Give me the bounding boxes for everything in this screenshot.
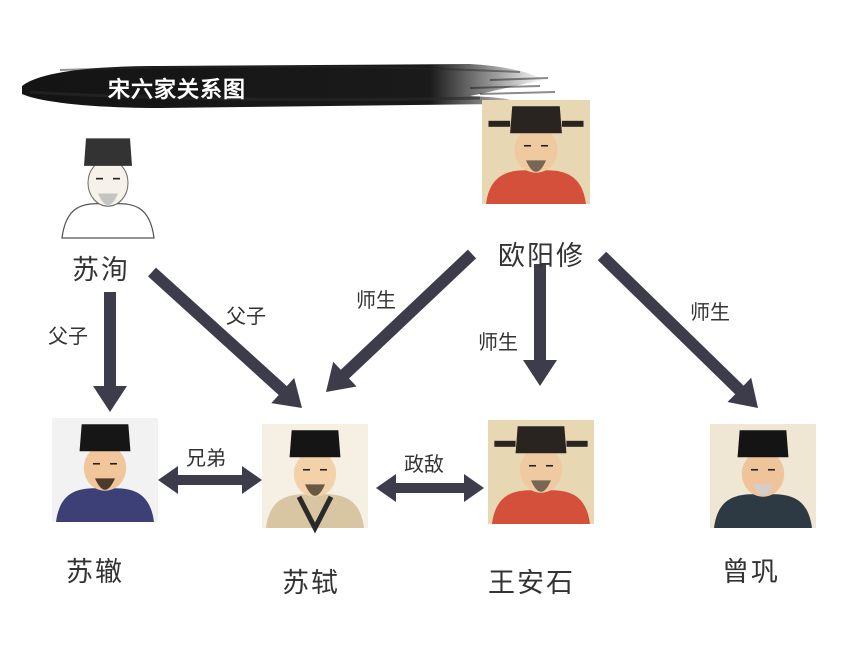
title-banner [22, 64, 556, 108]
relation-arrow-su-xun-su-zhe [93, 292, 127, 412]
diagram-title: 宋六家关系图 [108, 78, 247, 103]
portrait-su-xun [58, 132, 158, 239]
relation-arrow-ouyang-xiu-wang-anshi [523, 264, 557, 386]
portrait-ouyang-xiu [482, 100, 590, 204]
portrait-su-zhe [52, 418, 158, 522]
person-name-zeng-gong: 曾巩 [722, 557, 780, 588]
relation-label-ouyang-zeng: 师生 [690, 300, 730, 324]
relations-layer [93, 249, 758, 502]
relation-arrow-su-xun-su-shi [148, 267, 302, 408]
person-name-ouyang-xiu: 欧阳修 [498, 241, 585, 272]
relation-label-rivals: 政敌 [404, 452, 444, 476]
relation-label-ouyang-sushi: 师生 [356, 288, 396, 312]
relation-label-ouyang-wang: 师生 [478, 330, 518, 354]
relation-label-suxun-suzhe: 父子 [48, 324, 88, 348]
relation-arrow-su-zhe-su-shi [158, 466, 262, 494]
person-name-su-zhe: 苏辙 [66, 557, 124, 588]
relation-arrow-su-shi-wang-anshi [376, 474, 484, 502]
person-name-su-xun: 苏洵 [72, 255, 130, 286]
portrait-zeng-gong [710, 424, 816, 528]
person-name-su-shi: 苏轼 [282, 568, 340, 599]
person-name-wang-anshi: 王安石 [488, 568, 575, 599]
relation-arrow-ouyang-xiu-zeng-gong [597, 251, 758, 408]
portrait-wang-anshi [488, 420, 594, 524]
relation-label-suxun-sushi: 父子 [226, 304, 266, 328]
portraits-layer [52, 100, 816, 534]
relation-arrow-ouyang-xiu-su-shi [326, 249, 477, 392]
portrait-su-shi [262, 424, 368, 534]
relation-label-brothers: 兄弟 [186, 446, 226, 470]
